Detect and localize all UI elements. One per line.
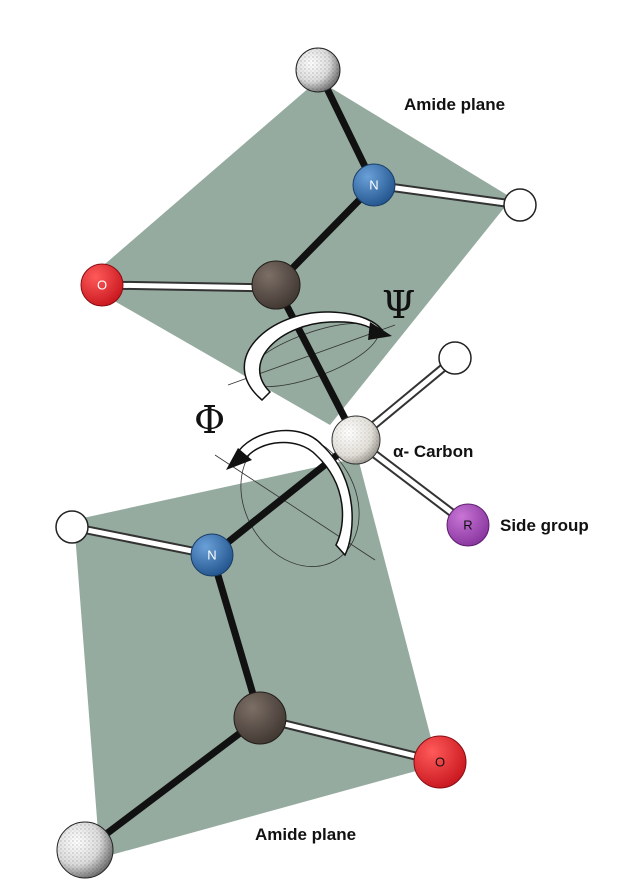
carbonyl-carbon-top [251,260,301,310]
phi-arrowhead [226,448,252,470]
alpha-carbon-atom [331,415,381,465]
nitrogen-letter-bottom: N [207,548,216,563]
oxygen-atom-top: O [80,263,124,307]
oxygen-letter-top: O [97,278,107,293]
amide-plane-bottom-shape [74,458,438,858]
nitrogen-atom-top: N [352,163,396,207]
alpha-carbon-label: α- Carbon [393,442,473,461]
terminal-atom-bottom [56,821,114,879]
psi-arrowhead [368,322,392,340]
hydrogen-atom-top-right [503,188,537,222]
amide-plane-top-shape [83,80,512,425]
oxygen-atom-bottom: O [413,735,467,789]
side-bonds [67,180,525,767]
hydrogen-atom-left [55,510,89,544]
hydrogen-atom-alpha [438,341,472,375]
side-group-atom: R [446,503,490,547]
side-group-label: Side group [500,516,589,535]
terminal-atom-top [295,47,341,93]
amide-plane-top-label: Amide plane [404,95,505,114]
phi-rotation-arrow [234,429,353,557]
carbonyl-carbon-bottom [233,691,287,745]
psi-symbol: Ψ [382,283,415,327]
side-group-letter: R [463,518,472,533]
oxygen-letter-bottom: O [435,755,445,770]
amide-plane-bottom-label: Amide plane [255,825,356,844]
phi-symbol: Φ [194,398,225,442]
nitrogen-letter-top: N [369,178,378,193]
nitrogen-atom-bottom: N [190,533,234,577]
